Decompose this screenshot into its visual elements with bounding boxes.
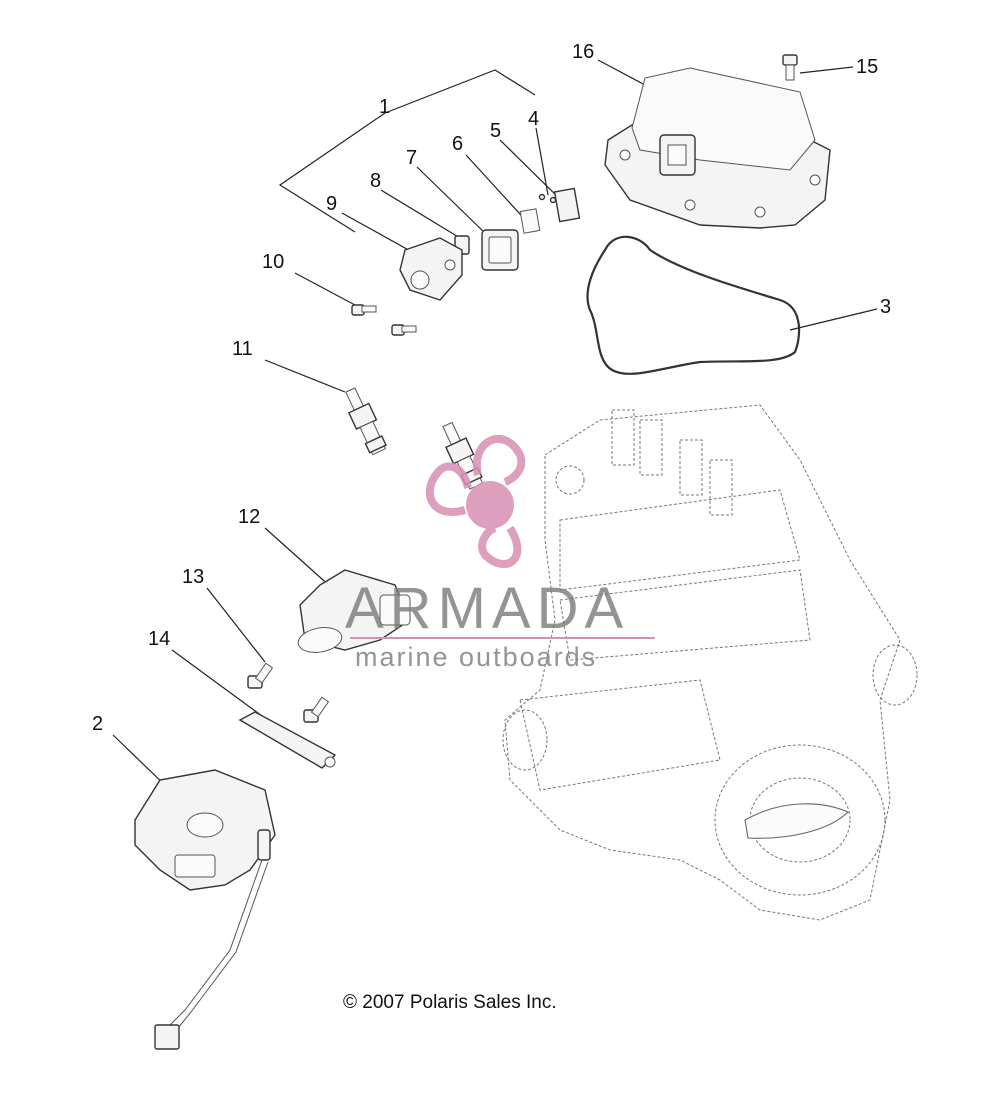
bolts-part-13 xyxy=(247,662,330,723)
callout-8: 8 xyxy=(370,170,381,192)
callout-9: 9 xyxy=(326,193,337,215)
callout-4: 4 xyxy=(528,108,539,130)
callout-10: 10 xyxy=(262,251,284,273)
bolt-part-15 xyxy=(782,54,798,81)
clamp-part-14 xyxy=(238,711,337,769)
gasket-part xyxy=(586,235,801,375)
small-parts-4-9 xyxy=(399,187,581,301)
callout-7: 7 xyxy=(406,147,417,169)
throttle-boot-part xyxy=(297,569,411,653)
callout-14: 14 xyxy=(148,628,170,650)
armada-watermark: ARMADA marine outboards xyxy=(345,434,655,672)
valve-cover-part xyxy=(604,67,831,229)
callout-13: 13 xyxy=(182,566,204,588)
callout-15: 15 xyxy=(856,56,878,78)
callout-5: 5 xyxy=(490,120,501,142)
engine-block xyxy=(502,404,918,921)
callout-1: 1 xyxy=(379,96,390,118)
callout-labels: 1 2 3 4 5 6 7 8 9 10 11 12 13 14 15 16 xyxy=(92,41,891,735)
copyright-notice: © 2007 Polaris Sales Inc. xyxy=(343,992,557,1013)
callout-2: 2 xyxy=(92,713,103,735)
callout-6: 6 xyxy=(452,133,463,155)
throttle-body-part xyxy=(134,769,276,1050)
callout-3: 3 xyxy=(880,296,891,318)
callout-11: 11 xyxy=(232,338,253,360)
propeller-logo-icon xyxy=(425,434,526,569)
callout-16: 16 xyxy=(572,41,594,63)
watermark-brand: ARMADA xyxy=(345,576,629,641)
bolts-part-10 xyxy=(351,304,417,336)
watermark-tagline: marine outboards xyxy=(355,642,597,672)
callout-12: 12 xyxy=(238,506,260,528)
valve-springs xyxy=(611,409,733,516)
